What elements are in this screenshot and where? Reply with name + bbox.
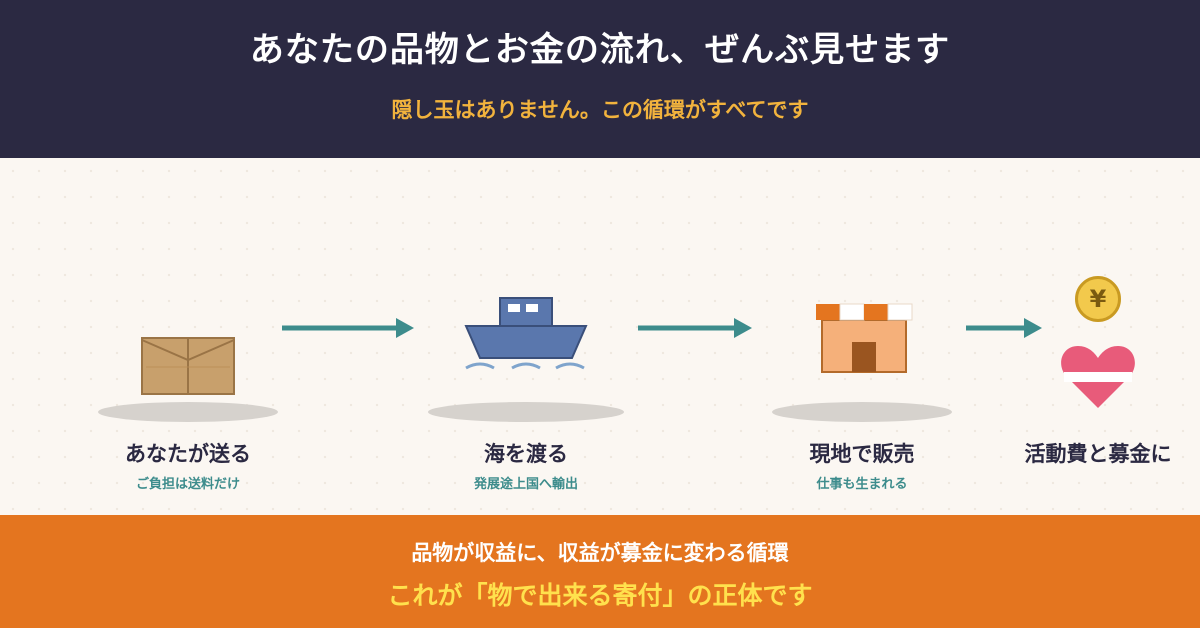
header-banner: あなたの品物とお金の流れ、ぜんぶ見せます 隠し玉はありません。この循環がすべてで… xyxy=(0,0,1200,158)
yen-symbol: ¥ xyxy=(1089,285,1107,313)
step-send: あなたが送る ご負担は送料だけ xyxy=(98,328,278,498)
box-shadow xyxy=(98,402,278,422)
step-shop: 現地で販売 仕事も生まれる xyxy=(772,302,952,496)
shop-shadow xyxy=(772,402,952,422)
arrow-right-icon xyxy=(282,318,414,338)
footer-message: 品物が収益に、収益が募金に変わる循環 xyxy=(411,541,789,565)
arrow-right-icon xyxy=(966,318,1042,338)
step-fund: ¥ 活動費と募金に xyxy=(1008,276,1188,476)
step-label: 海を渡る xyxy=(484,442,568,466)
step-label: あなたが送る xyxy=(125,442,251,466)
step-sublabel: 発展途上国へ輸出 xyxy=(473,477,578,492)
shop-icon xyxy=(816,303,913,373)
ship-shadow xyxy=(428,402,624,422)
heart-icon xyxy=(1061,346,1135,408)
page-title: あなたの品物とお金の流れ、ぜんぶ見せます xyxy=(249,30,951,70)
arrow-right-icon xyxy=(638,318,752,338)
step-ship: 海を渡る 発展途上国へ輸出 xyxy=(428,296,624,496)
ship-icon xyxy=(464,297,588,370)
footer-banner: 品物が収益に、収益が募金に変わる循環 これが「物で出来る寄付」の正体です xyxy=(0,515,1200,628)
box-icon xyxy=(141,337,235,395)
step-label: 活動費と募金に xyxy=(1024,442,1172,466)
step-sublabel: 仕事も生まれる xyxy=(816,477,908,492)
step-label: 現地で販売 xyxy=(809,442,915,466)
footer-headline: これが「物で出来る寄付」の正体です xyxy=(387,581,813,610)
step-sublabel: ご負担は送料だけ xyxy=(135,477,240,492)
yen-coin-icon: ¥ xyxy=(1075,276,1121,322)
flow-diagram: あなたが送る ご負担は送料だけ 海を渡る 発展途上国へ輸出 xyxy=(0,158,1200,515)
page-subtitle: 隠し玉はありません。この循環がすべてです xyxy=(391,98,809,122)
